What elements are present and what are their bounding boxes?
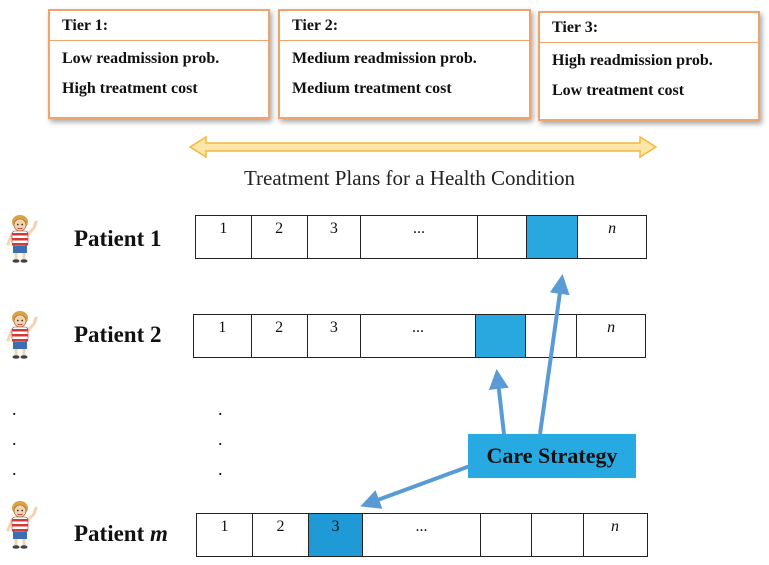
- patient-icon: [6, 499, 38, 551]
- patient-1-plan-row: 1 2 3 ... n: [195, 215, 647, 259]
- strategy-arrow-to-patient-m: [360, 464, 471, 509]
- tier-3-readmission: High readmission prob.: [552, 52, 713, 69]
- tier-1-title: Tier 1:: [50, 11, 268, 41]
- plan-cell: n: [611, 518, 619, 535]
- patient-m-plan-row: 1 2 3 ... n: [196, 513, 648, 557]
- tier-2-cost: Medium treatment cost: [292, 80, 452, 97]
- plan-cell: 3: [308, 315, 362, 357]
- patient-m-label: Patient m: [74, 521, 168, 547]
- plan-cell: 1: [196, 216, 252, 258]
- plan-cell: 3: [308, 216, 362, 258]
- patient-icon: [6, 309, 38, 361]
- care-strategy-box: Care Strategy: [468, 434, 636, 478]
- double-arrow-icon: [188, 135, 658, 159]
- plan-cell: [481, 514, 532, 556]
- patient-m-prefix: Patient: [74, 521, 151, 546]
- plan-cell: 2: [252, 216, 308, 258]
- plan-cell: ...: [361, 216, 478, 258]
- plan-cell: [478, 216, 527, 258]
- plan-cell: 2: [253, 514, 309, 556]
- tier-3-title: Tier 3:: [540, 13, 758, 43]
- plan-cell: ...: [361, 315, 476, 357]
- selected-plan-cell: 3: [309, 514, 363, 556]
- tier-1-box: Tier 1: Low readmission prob. High treat…: [48, 9, 270, 119]
- ellipsis-dot: .: [218, 459, 223, 479]
- ellipsis-dot: .: [12, 429, 17, 449]
- tier-2-box: Tier 2: Medium readmission prob. Medium …: [278, 9, 531, 119]
- tier-2-readmission: Medium readmission prob.: [292, 50, 477, 67]
- ellipsis-dot: .: [218, 399, 223, 419]
- tier-1-cost: High treatment cost: [62, 80, 198, 97]
- patient-2-label: Patient 2: [74, 322, 162, 347]
- patient-icon: [6, 213, 38, 265]
- plan-cell: 1: [197, 514, 253, 556]
- selected-plan-cell: [526, 216, 579, 258]
- ellipsis-dot: .: [218, 429, 223, 449]
- plan-cell: 1: [194, 315, 252, 357]
- plan-cell: [526, 315, 578, 357]
- plan-cell: [532, 514, 584, 556]
- plan-cell: ...: [363, 514, 481, 556]
- plan-cell: n: [608, 220, 617, 237]
- strategy-arrow-to-patient-2: [488, 369, 509, 435]
- tier-1-readmission: Low readmission prob.: [62, 50, 220, 67]
- ellipsis-dot: .: [12, 399, 17, 419]
- ellipsis-dot: .: [12, 459, 17, 479]
- plan-cell: 2: [252, 315, 308, 357]
- patient-m-variable: m: [150, 521, 168, 546]
- plan-cell: n: [607, 319, 616, 336]
- patient-2-plan-row: 1 2 3 ... n: [193, 314, 646, 358]
- tier-3-box: Tier 3: High readmission prob. Low treat…: [538, 11, 760, 121]
- patient-1-label: Patient 1: [74, 226, 162, 251]
- selected-plan-cell: [475, 315, 526, 357]
- tier-3-cost: Low treatment cost: [552, 82, 685, 99]
- treatment-plans-caption: Treatment Plans for a Health Condition: [243, 166, 576, 190]
- tier-2-title: Tier 2:: [280, 11, 529, 41]
- strategy-arrow-to-patient-1: [538, 274, 570, 435]
